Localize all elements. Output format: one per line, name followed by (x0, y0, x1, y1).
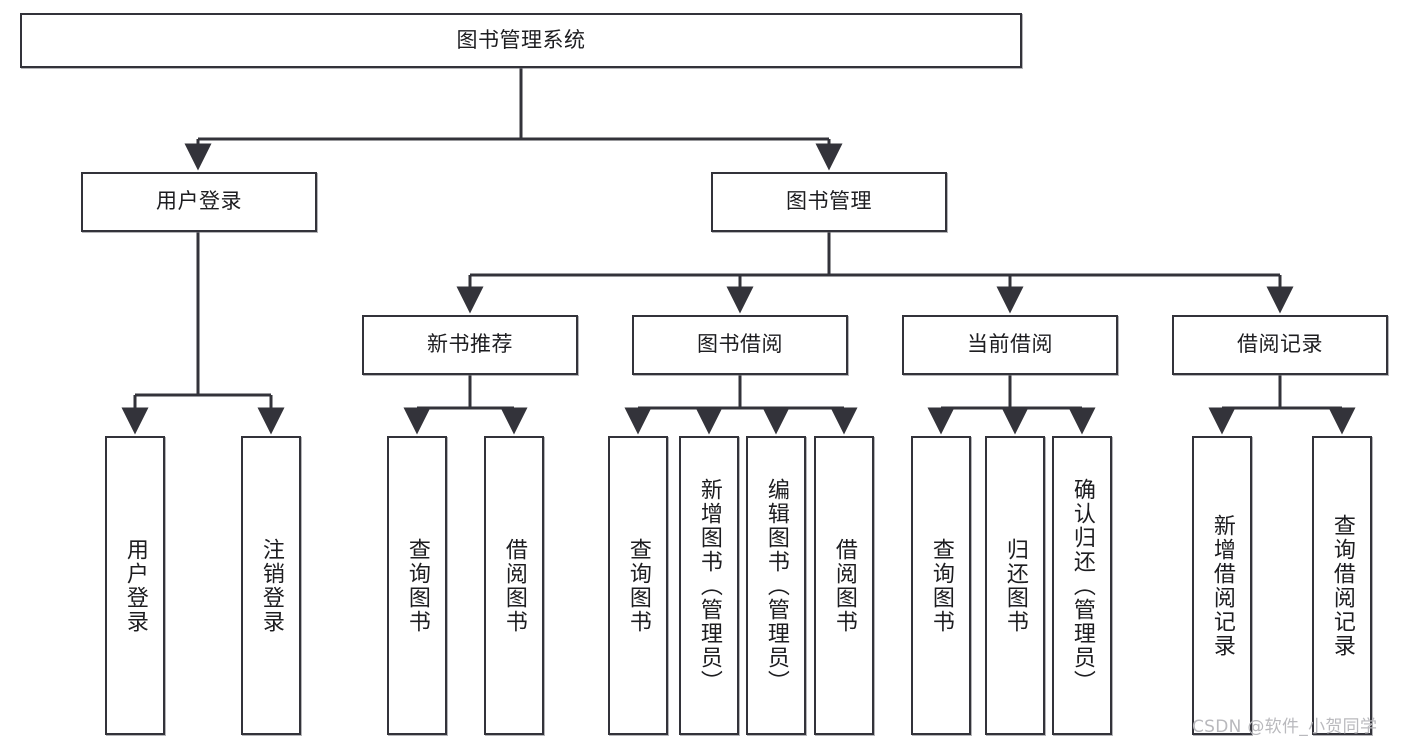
leaf-query-book-newbook-label: 查询图书 (404, 537, 430, 634)
leaf-borrow-book-newbook-label: 借阅图书 (501, 537, 527, 634)
leaf-query-book-borrow[interactable]: 查询图书 (608, 436, 668, 735)
leaf-add-borrow-record[interactable]: 新增借阅记录 (1192, 436, 1252, 735)
leaf-add-book-admin-label: 新增图书（管理员） (696, 477, 722, 694)
leaf-logout[interactable]: 注销登录 (241, 436, 301, 735)
node-book-borrow[interactable]: 图书借阅 (632, 315, 848, 375)
leaf-add-borrow-record-label: 新增借阅记录 (1209, 513, 1235, 658)
leaf-add-book-admin[interactable]: 新增图书（管理员） (679, 436, 739, 735)
leaf-borrow-book[interactable]: 借阅图书 (814, 436, 874, 735)
leaf-edit-book-admin[interactable]: 编辑图书（管理员） (746, 436, 806, 735)
leaf-user-login-label: 用户登录 (122, 537, 148, 634)
node-current-borrow-label: 当前借阅 (967, 332, 1053, 357)
leaf-borrow-book-newbook[interactable]: 借阅图书 (484, 436, 544, 735)
leaf-return-book-label: 归还图书 (1002, 537, 1028, 634)
csdn-watermark: CSDN @软件_小贺同学 (1192, 717, 1378, 737)
node-current-borrow[interactable]: 当前借阅 (902, 315, 1118, 375)
node-new-book-recommend[interactable]: 新书推荐 (362, 315, 578, 375)
leaf-query-book-newbook[interactable]: 查询图书 (387, 436, 447, 735)
node-book-management-label: 图书管理 (786, 189, 872, 214)
node-borrow-record[interactable]: 借阅记录 (1172, 315, 1388, 375)
node-book-management[interactable]: 图书管理 (711, 172, 947, 232)
node-new-book-recommend-label: 新书推荐 (427, 332, 513, 357)
leaf-query-borrow-record[interactable]: 查询借阅记录 (1312, 436, 1372, 735)
leaf-edit-book-admin-label: 编辑图书（管理员） (763, 477, 789, 694)
node-root-label: 图书管理系统 (456, 27, 586, 52)
node-user-login[interactable]: 用户登录 (81, 172, 317, 232)
leaf-confirm-return-admin[interactable]: 确认归还（管理员） (1052, 436, 1112, 735)
leaf-query-book-current-label: 查询图书 (928, 537, 954, 634)
node-user-login-label: 用户登录 (156, 189, 242, 214)
leaf-logout-label: 注销登录 (258, 537, 284, 634)
leaf-return-book[interactable]: 归还图书 (985, 436, 1045, 735)
leaf-user-login[interactable]: 用户登录 (105, 436, 165, 735)
leaf-query-borrow-record-label: 查询借阅记录 (1329, 513, 1355, 658)
node-root[interactable]: 图书管理系统 (20, 13, 1022, 68)
leaf-borrow-book-label: 借阅图书 (831, 537, 857, 634)
leaf-confirm-return-admin-label: 确认归还（管理员） (1069, 477, 1095, 694)
leaf-query-book-current[interactable]: 查询图书 (911, 436, 971, 735)
node-borrow-record-label: 借阅记录 (1237, 332, 1323, 357)
node-book-borrow-label: 图书借阅 (697, 332, 783, 357)
leaf-query-book-borrow-label: 查询图书 (625, 537, 651, 634)
